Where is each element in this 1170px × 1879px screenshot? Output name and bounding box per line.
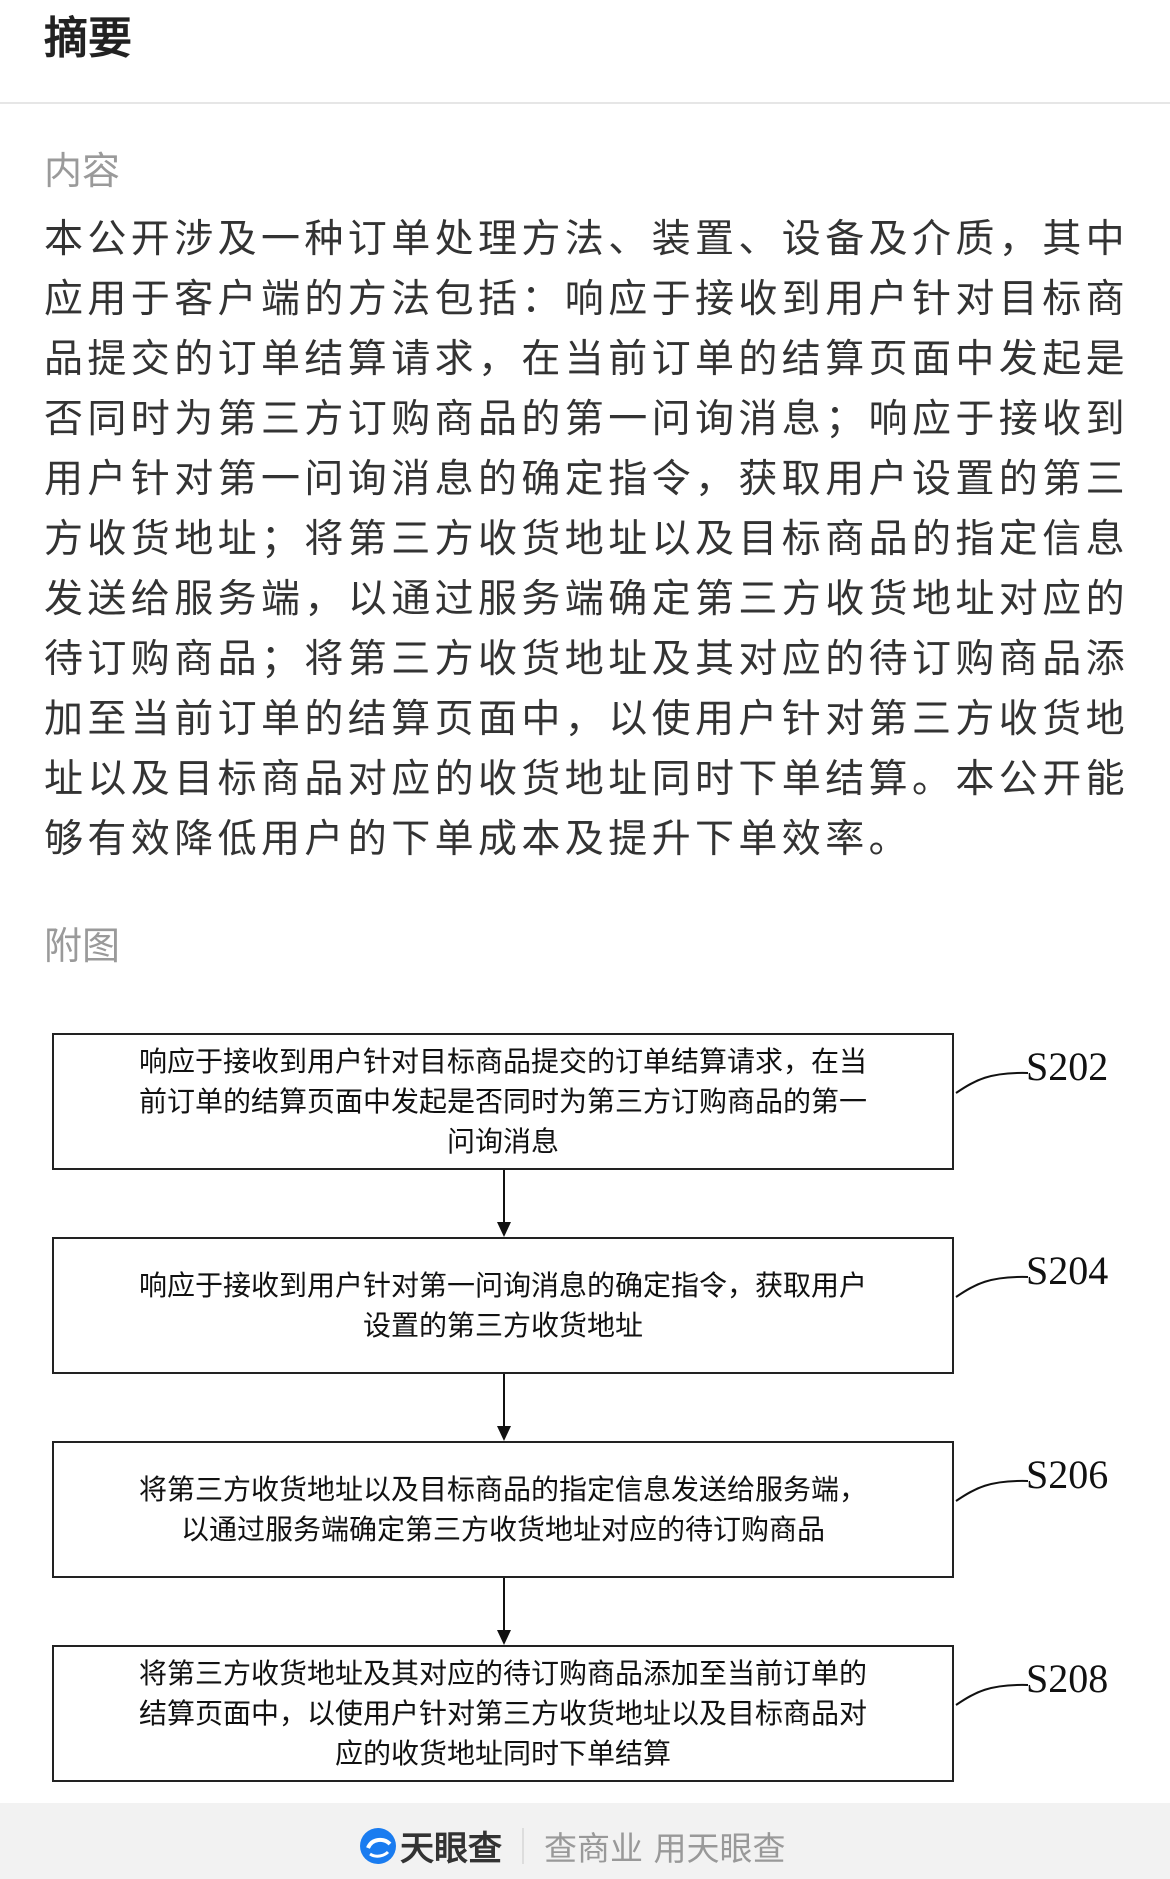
step-text: 将第三方收货地址以及目标商品的指定信息发送给服务端， [138, 1472, 867, 1506]
step-id: S202 [1026, 1044, 1109, 1089]
tianyancha-eye-icon [360, 1827, 396, 1864]
arrow-head [497, 1426, 511, 1441]
figure-label: 附图 [44, 924, 121, 968]
step-text: 前订单的结算页面中发起是否同时为第三方订购商品的第一 [138, 1084, 867, 1118]
brand-logo[interactable]: 天眼查 查商业 用天眼查 [358, 1821, 786, 1870]
flow-step-box: 响应于接收到用户针对第一问询消息的确定指令，获取用户 设置的第三方收货地址 [52, 1237, 954, 1374]
step-text: 以通过服务端确定第三方收货地址对应的待订购商品 [180, 1512, 825, 1546]
step-id: S206 [1026, 1452, 1109, 1497]
step-leader [955, 1071, 1029, 1094]
arrow-head [497, 1222, 511, 1237]
footer-banner: 天眼查 查商业 用天眼查 [0, 1803, 1170, 1879]
abstract-line: 址以及目标商品对应的收货地址同时下单结算。本公开能 [44, 757, 1130, 802]
step-text: 设置的第三方收货地址 [362, 1308, 643, 1342]
step-text: 响应于接收到用户针对目标商品提交的订单结算请求，在当 [138, 1044, 867, 1078]
step-leader [955, 1683, 1029, 1706]
step-text: 结算页面中，以使用户针对第三方收货地址以及目标商品对 [138, 1696, 867, 1730]
abstract-line: 否同时为第三方订购商品的第一问询消息；响应于接收到 [44, 397, 1130, 442]
abstract-line: 方收货地址；将第三方收货地址以及目标商品的指定信息 [44, 517, 1130, 562]
abstract-line: 应用于客户端的方法包括：响应于接收到用户针对目标商 [44, 277, 1130, 322]
flow-step-box: 将第三方收货地址以及目标商品的指定信息发送给服务端， 以通过服务端确定第三方收货… [52, 1441, 954, 1578]
abstract-line: 本公开涉及一种订单处理方法、装置、设备及介质，其中 [44, 217, 1130, 262]
page-title: 摘要 [44, 13, 132, 64]
arrow-head [497, 1630, 511, 1645]
step-leader [955, 1479, 1029, 1502]
flow-step-box: 响应于接收到用户针对目标商品提交的订单结算请求，在当 前订单的结算页面中发起是否… [52, 1033, 954, 1170]
step-text: 响应于接收到用户针对第一问询消息的确定指令，获取用户 [138, 1268, 867, 1302]
abstract-text: 本公开涉及一种订单处理方法、装置、设备及介质，其中 应用于客户端的方法包括：响应… [44, 210, 1144, 870]
abstract-line: 够有效降低用户的下单成本及提升下单效率。 [44, 817, 913, 862]
step-leader [955, 1275, 1029, 1298]
abstract-line: 加至当前订单的结算页面中，以使用户针对第三方收货地 [44, 697, 1130, 742]
abstract-line: 品提交的订单结算请求，在当前订单的结算页面中发起是 [44, 337, 1130, 382]
step-id: S204 [1026, 1248, 1109, 1293]
step-text: 将第三方收货地址及其对应的待订购商品添加至当前订单的 [138, 1656, 867, 1690]
abstract-line: 用户针对第一问询消息的确定指令，获取用户设置的第三 [44, 457, 1130, 502]
abstract-line: 发送给服务端，以通过服务端确定第三方收货地址对应的 [44, 577, 1130, 622]
step-text: 问询消息 [446, 1124, 559, 1158]
divider [0, 102, 1170, 104]
content-label: 内容 [44, 149, 121, 193]
step-text: 应的收货地址同时下单结算 [334, 1736, 671, 1770]
brand-slogan: 查商业 用天眼查 [544, 1828, 786, 1868]
divider [522, 1827, 524, 1864]
brand-name: 天眼查 [400, 1829, 502, 1869]
abstract-line: 待订购商品；将第三方收货地址及其对应的待订购商品添 [44, 637, 1130, 682]
flow-step-box: 将第三方收货地址及其对应的待订购商品添加至当前订单的 结算页面中，以使用户针对第… [52, 1645, 954, 1782]
step-id: S208 [1026, 1656, 1109, 1701]
